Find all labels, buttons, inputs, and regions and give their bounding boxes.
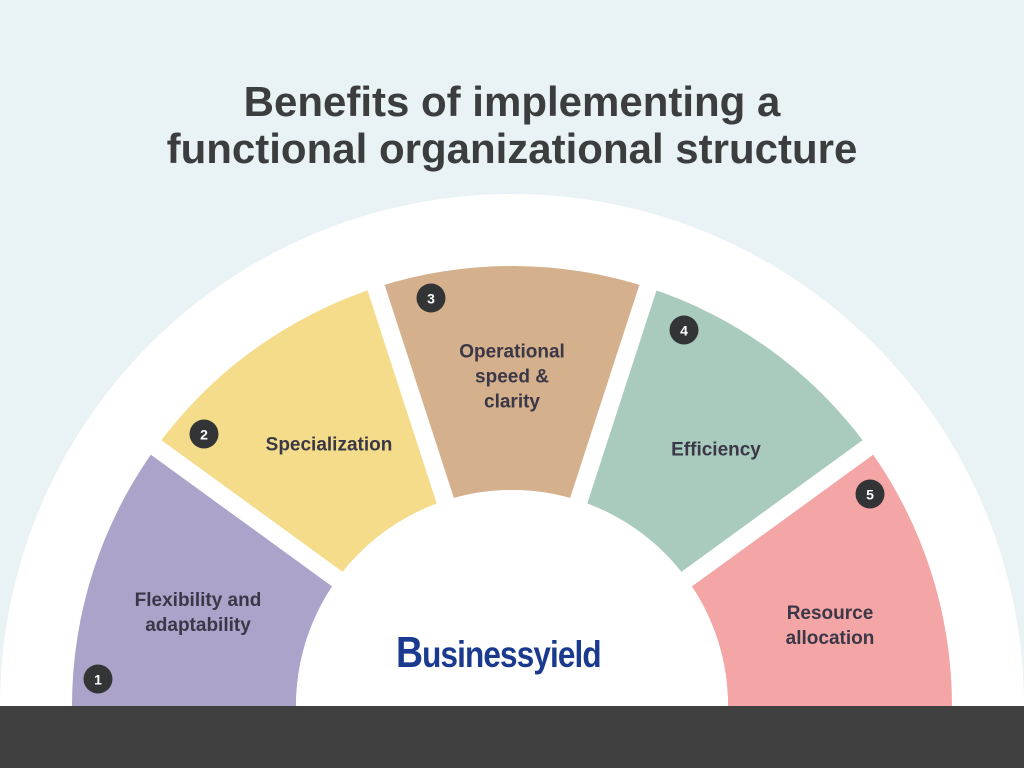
number-badge-1: 1 — [83, 664, 113, 694]
segment-5 — [686, 447, 952, 706]
segment-4 — [578, 287, 868, 580]
bottom-bar — [0, 706, 1024, 768]
segment-gap — [142, 434, 347, 590]
segment-gap — [364, 275, 456, 509]
number-badge-4: 4 — [669, 315, 699, 345]
inner-white-semicircle — [296, 490, 728, 706]
number-badge-3: 3 — [416, 283, 446, 313]
page-title: Benefits of implementing a functional or… — [0, 78, 1024, 172]
segment-gap — [568, 275, 660, 509]
segment-gap — [677, 434, 882, 590]
segment-3 — [376, 265, 648, 501]
segment-label-2: Specialization — [265, 434, 393, 456]
segment-label-4: Efficiency — [671, 439, 761, 461]
segment-1 — [72, 447, 338, 706]
segment-2 — [156, 287, 446, 580]
number-badge-2: 2 — [189, 419, 219, 449]
title-line-1: Benefits of implementing a — [243, 78, 781, 125]
businessyield-logo: Businessyield — [396, 628, 602, 677]
number-badge-5: 5 — [855, 479, 885, 509]
title-line-2: functional organizational structure — [166, 125, 858, 172]
